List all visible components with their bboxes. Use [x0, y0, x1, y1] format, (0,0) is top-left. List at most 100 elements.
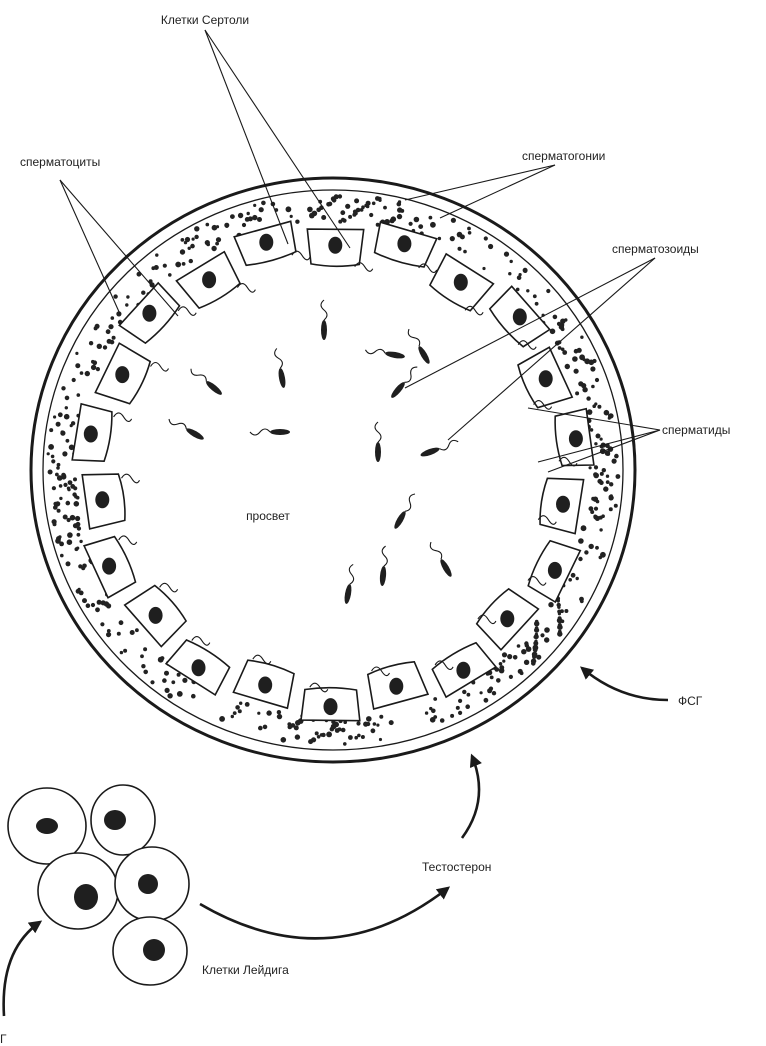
spermatogonium-dot	[182, 678, 187, 683]
label-spermatogonia: сперматогонии	[522, 149, 605, 163]
epithelial-cell	[307, 229, 372, 271]
spermatogonium-dot	[544, 627, 550, 633]
spermatogonium-dot	[66, 439, 70, 443]
spermatogonium-dot	[80, 371, 84, 375]
spermatogonium-dot	[224, 223, 229, 228]
spermatogonium-dot	[66, 561, 71, 566]
cell-nucleus	[258, 677, 272, 694]
spermatogonium-dot	[580, 336, 583, 339]
spermatogonium-dot	[378, 197, 382, 201]
spermatogonium-dot	[590, 366, 595, 371]
spermatogonium-dot	[502, 652, 507, 657]
spermatogonium-dot	[163, 264, 167, 268]
spermatogonium-dot	[281, 737, 287, 743]
spermatogonium-dot	[158, 657, 164, 663]
spermatogonium-dot	[397, 207, 402, 212]
spermatogonium-dot	[140, 654, 144, 658]
spermatogonium-dot	[372, 202, 376, 206]
spermatogonium-dot	[65, 396, 70, 401]
spermatogonium-dot	[72, 378, 76, 382]
spermatogonium-dot	[263, 725, 268, 730]
spermatogonium-dot	[75, 352, 78, 355]
spermatogonium-dot	[354, 198, 359, 203]
spermatogonium-dot	[595, 378, 599, 382]
spermatogonium-dot	[383, 206, 387, 210]
spermatogonium-dot	[594, 507, 598, 511]
spermatogonium-dot	[110, 340, 115, 345]
spermatogonium-dot	[150, 680, 154, 684]
spermatogonium-dot	[558, 612, 561, 615]
spermatozoon	[392, 493, 417, 531]
spermatogonium-dot	[525, 643, 529, 647]
spermatogonium-dot	[194, 235, 198, 239]
spermatogonium-dot	[354, 736, 358, 740]
spermatogonium-dot	[502, 660, 505, 663]
spermatogonium-dot	[238, 709, 242, 713]
spermatogonium-dot	[589, 506, 594, 511]
spermatogonium-dot	[559, 324, 564, 329]
spermatogonium-dot	[328, 202, 333, 207]
spermatogonium-dot	[600, 438, 603, 441]
leydig-cell	[113, 917, 187, 985]
spermatogonium-dot	[168, 273, 172, 277]
spermatogonium-dot	[321, 215, 326, 220]
spermatogonium-dot	[53, 522, 57, 526]
spermatozoon	[343, 564, 356, 604]
spermatogonium-dot	[334, 194, 339, 199]
spermatogonium-dot	[331, 724, 337, 730]
cell-nucleus	[389, 678, 403, 695]
spermatogonium-dot	[546, 289, 550, 293]
spermatogonium-dot	[458, 711, 462, 715]
spermatogonium-dot	[338, 727, 342, 731]
spermatogonium-dot	[575, 391, 579, 395]
spermatogonium-dot	[61, 430, 65, 434]
spermatogonium-dot	[191, 694, 196, 699]
spermatogonium-dot	[103, 345, 107, 349]
spermatogonium-dot	[366, 716, 372, 722]
spermatozoon	[168, 416, 206, 441]
spermatogonium-dot	[67, 487, 70, 490]
spermatogonium-dot	[100, 622, 104, 626]
spermatogonium-dot	[414, 217, 420, 223]
spermatozoon	[365, 347, 405, 360]
spermatogonium-dot	[77, 393, 81, 397]
spermatogonium-dot	[534, 628, 539, 633]
spermatogonium-dot	[557, 624, 563, 630]
label-lumen: просвет	[246, 509, 290, 523]
spermatogonium-dot	[361, 735, 365, 739]
spermatogonium-dot	[63, 515, 68, 520]
spermatogonium-dot	[48, 444, 54, 450]
spermatogonium-dot	[533, 294, 537, 298]
spermatogonium-dot	[47, 452, 50, 455]
spermatogonium-dot	[85, 371, 90, 376]
spermatozoa-in-lumen	[168, 300, 460, 604]
epithelial-cell	[368, 662, 428, 709]
spermatogonium-dot	[356, 721, 360, 725]
spermatogonium-dot	[584, 550, 588, 554]
spermatogonium-dot	[433, 697, 437, 701]
spermatogonium-dot	[65, 406, 68, 409]
spermatogonium-dot	[192, 238, 195, 241]
spermatogonium-dot	[603, 486, 608, 491]
spermatogonium-dot	[594, 442, 597, 445]
spermatozoon	[375, 422, 381, 462]
spermatogonium-dot	[216, 237, 221, 242]
epithelial-cell	[375, 222, 437, 272]
cell-nucleus	[397, 235, 411, 252]
spermatogonium-dot	[253, 204, 256, 207]
spermatogonium-dot	[180, 249, 185, 254]
spermatogonium-dot	[361, 205, 365, 209]
spermatogonium-dot	[326, 732, 332, 738]
spermatogonium-dot	[614, 454, 619, 459]
spermatogonium-dot	[165, 688, 170, 693]
spermatogonium-dot	[62, 451, 67, 456]
epithelial-cell	[95, 343, 168, 404]
spermatogonium-dot	[162, 678, 167, 683]
spermatogonium-dot	[356, 208, 361, 213]
spermatogonium-dot	[177, 691, 183, 697]
spermatogonium-dot	[78, 588, 81, 591]
spermatogonium-dot	[496, 678, 501, 683]
spermatogonium-dot	[242, 223, 246, 227]
spermatogonium-dot	[602, 468, 606, 472]
spermatogonium-dot	[589, 544, 594, 549]
